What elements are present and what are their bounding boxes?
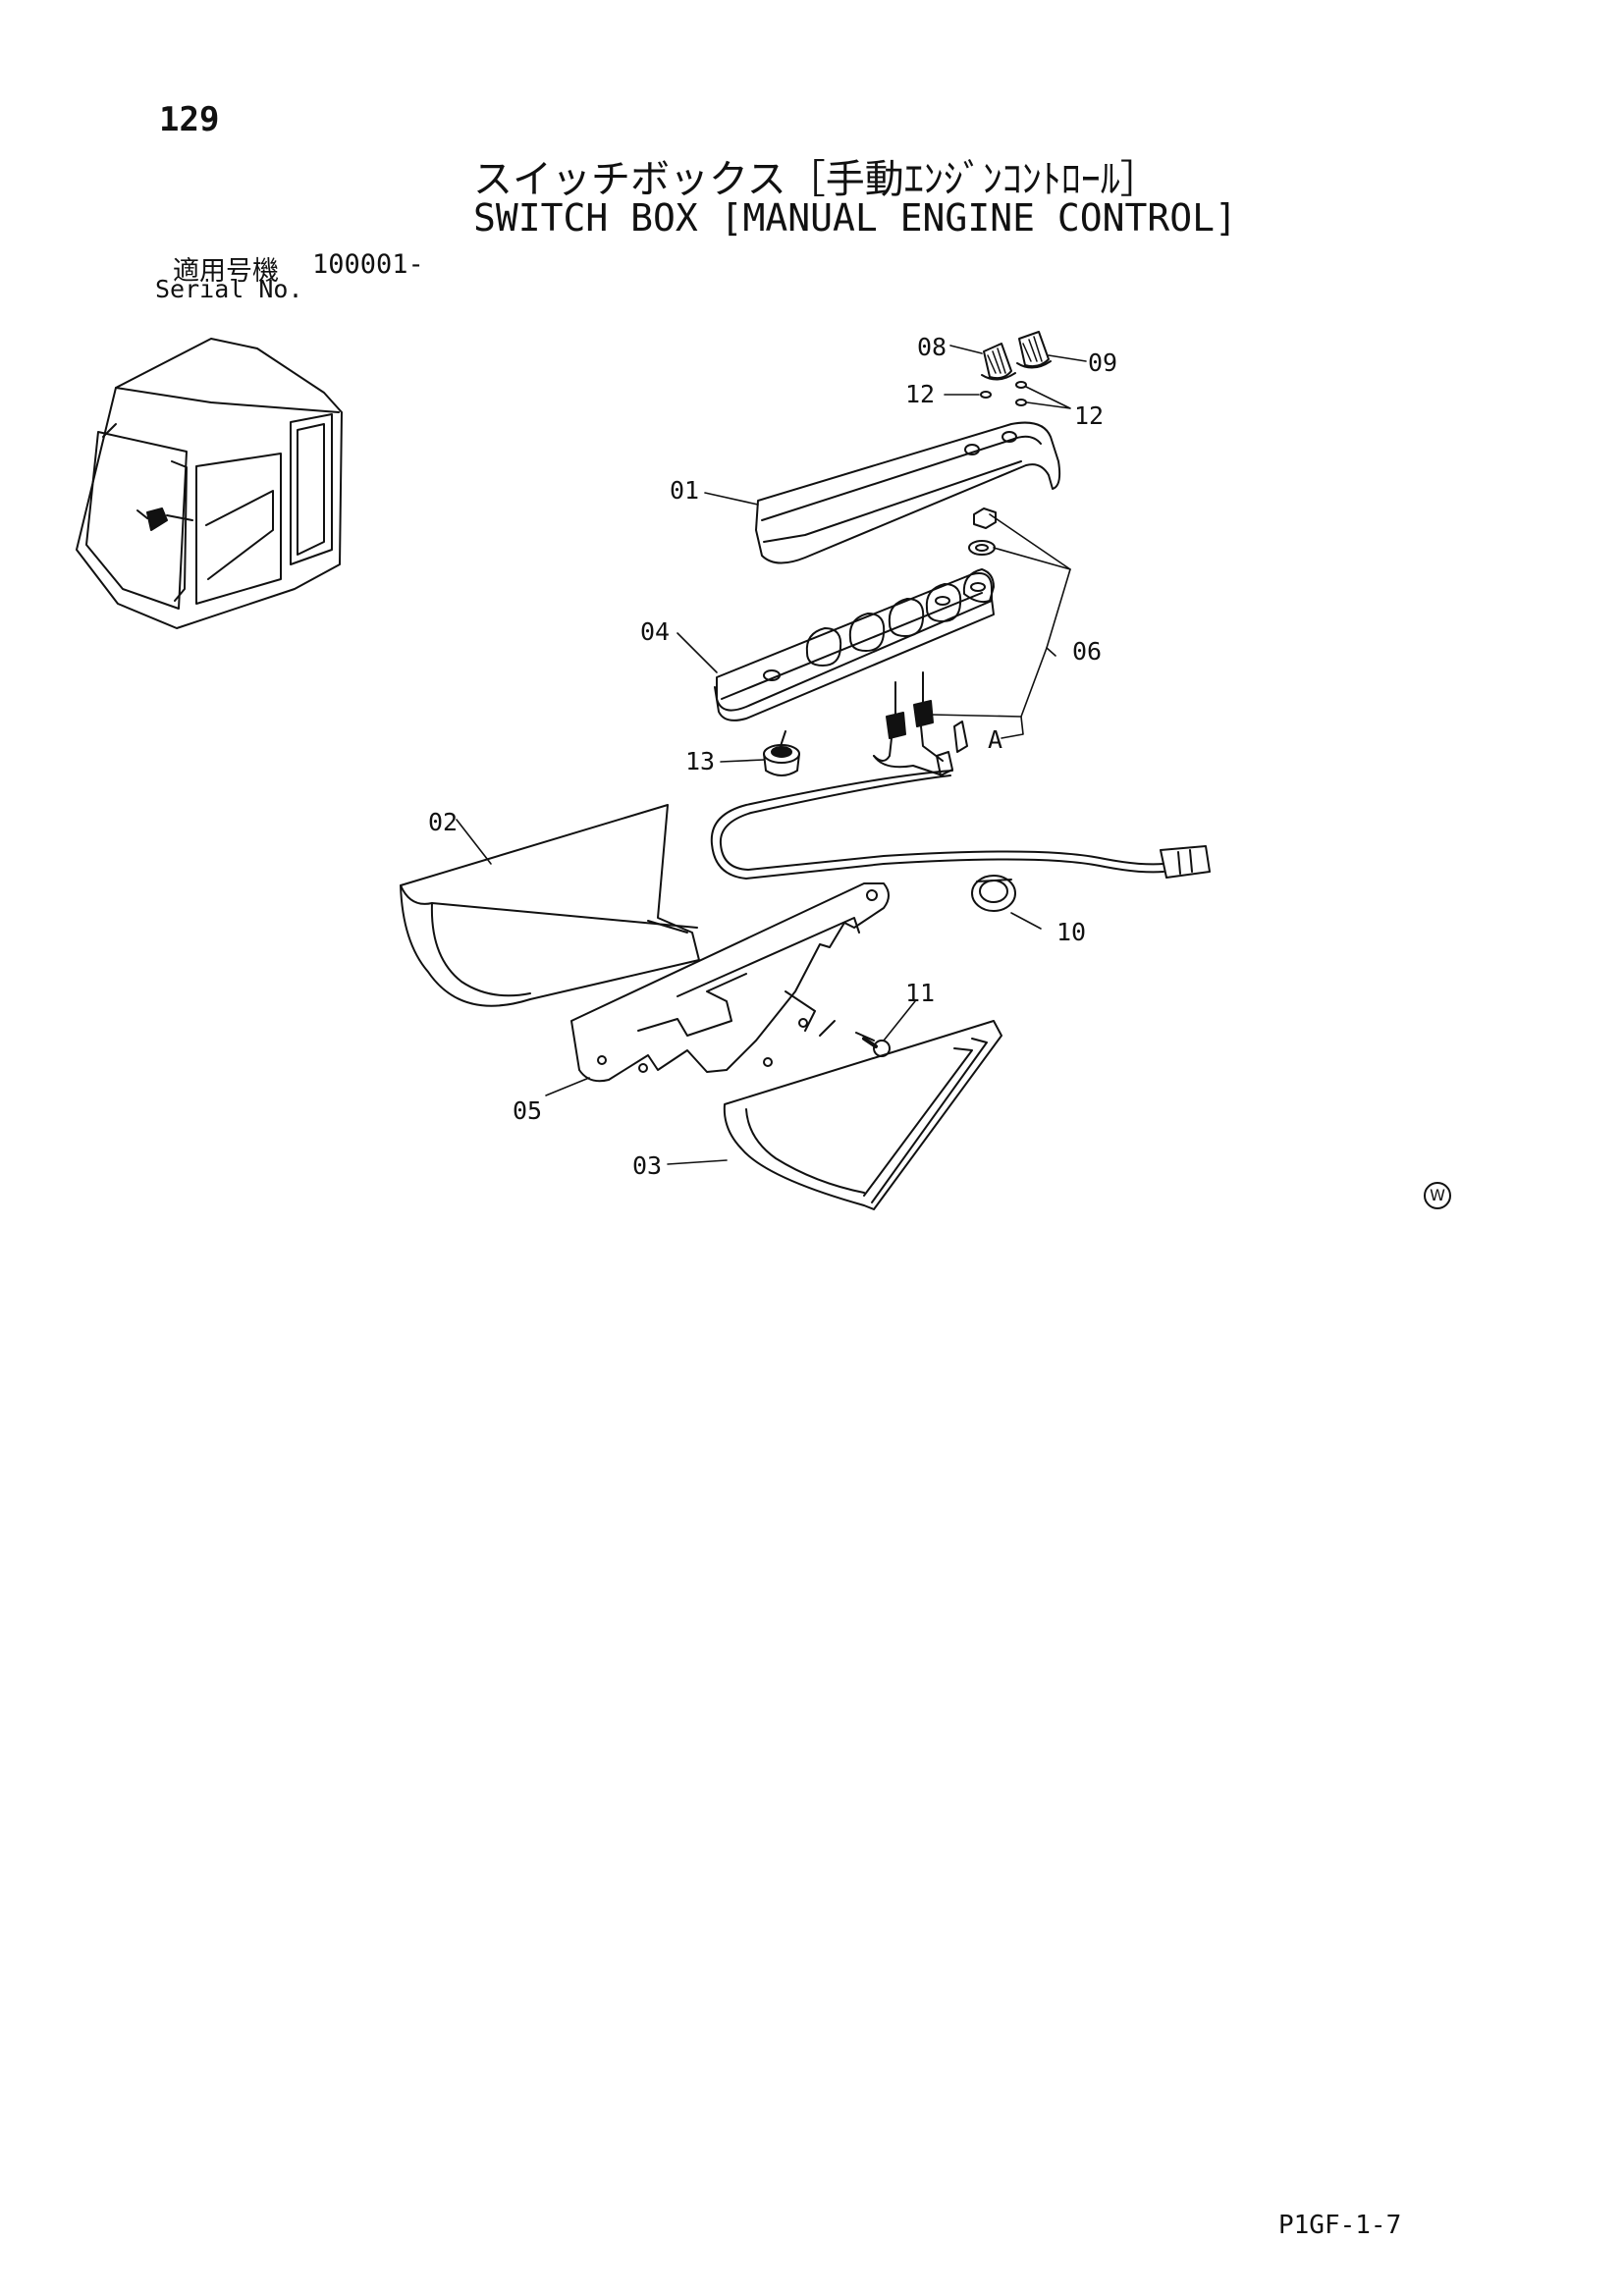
part-02-left-cover [400, 804, 700, 1007]
callout-a: A [988, 725, 1002, 754]
callout-08: 08 [917, 333, 947, 361]
part-08-knob [981, 343, 1016, 381]
part-01-upper-cover [755, 421, 1061, 564]
callout-03: 03 [632, 1151, 662, 1180]
callout-05: 05 [513, 1096, 542, 1125]
part-06-switches-harness [710, 671, 1211, 880]
circled-w-mark: W [1424, 1182, 1451, 1209]
page-code: P1GF-1-7 [1278, 2211, 1402, 2240]
part-10-clamp [971, 875, 1016, 912]
part-12-washers [980, 381, 1027, 406]
part-09-knob [1016, 331, 1052, 369]
part-11-screw [855, 1032, 891, 1057]
callout-04: 04 [640, 617, 670, 646]
callout-11: 11 [905, 979, 935, 1007]
leader-lines [456, 345, 1087, 1165]
part-03-right-cover [723, 1020, 1002, 1210]
callout-06: 06 [1072, 637, 1102, 666]
callout-01: 01 [670, 476, 699, 505]
page-number: 129 [159, 100, 220, 139]
part-05-bracket [570, 882, 890, 1083]
callout-12-left: 12 [905, 380, 935, 408]
serial-label-japanese: 適用号機 [173, 256, 279, 287]
part-04-switch-panel [714, 568, 995, 721]
callout-09: 09 [1088, 348, 1117, 377]
callout-labels: 08 09 12 12 01 04 06 A 13 02 10 11 05 03 [428, 333, 1117, 1180]
serial-label-english: Serial No. [155, 275, 303, 303]
serial-number-value: 100001- [312, 249, 424, 280]
title-japanese: スイッチボックス［手動ｴﾝｼﾞﾝｺﾝﾄﾛｰﾙ］ [473, 157, 1160, 202]
title-english: SWITCH BOX [MANUAL ENGINE CONTROL] [473, 196, 1237, 240]
cab-location-thumbnail [76, 338, 343, 629]
callout-02: 02 [428, 808, 458, 836]
callout-13: 13 [685, 747, 715, 775]
part-13-plug [763, 744, 800, 776]
callout-12-right: 12 [1074, 401, 1104, 430]
callout-10: 10 [1056, 918, 1086, 946]
